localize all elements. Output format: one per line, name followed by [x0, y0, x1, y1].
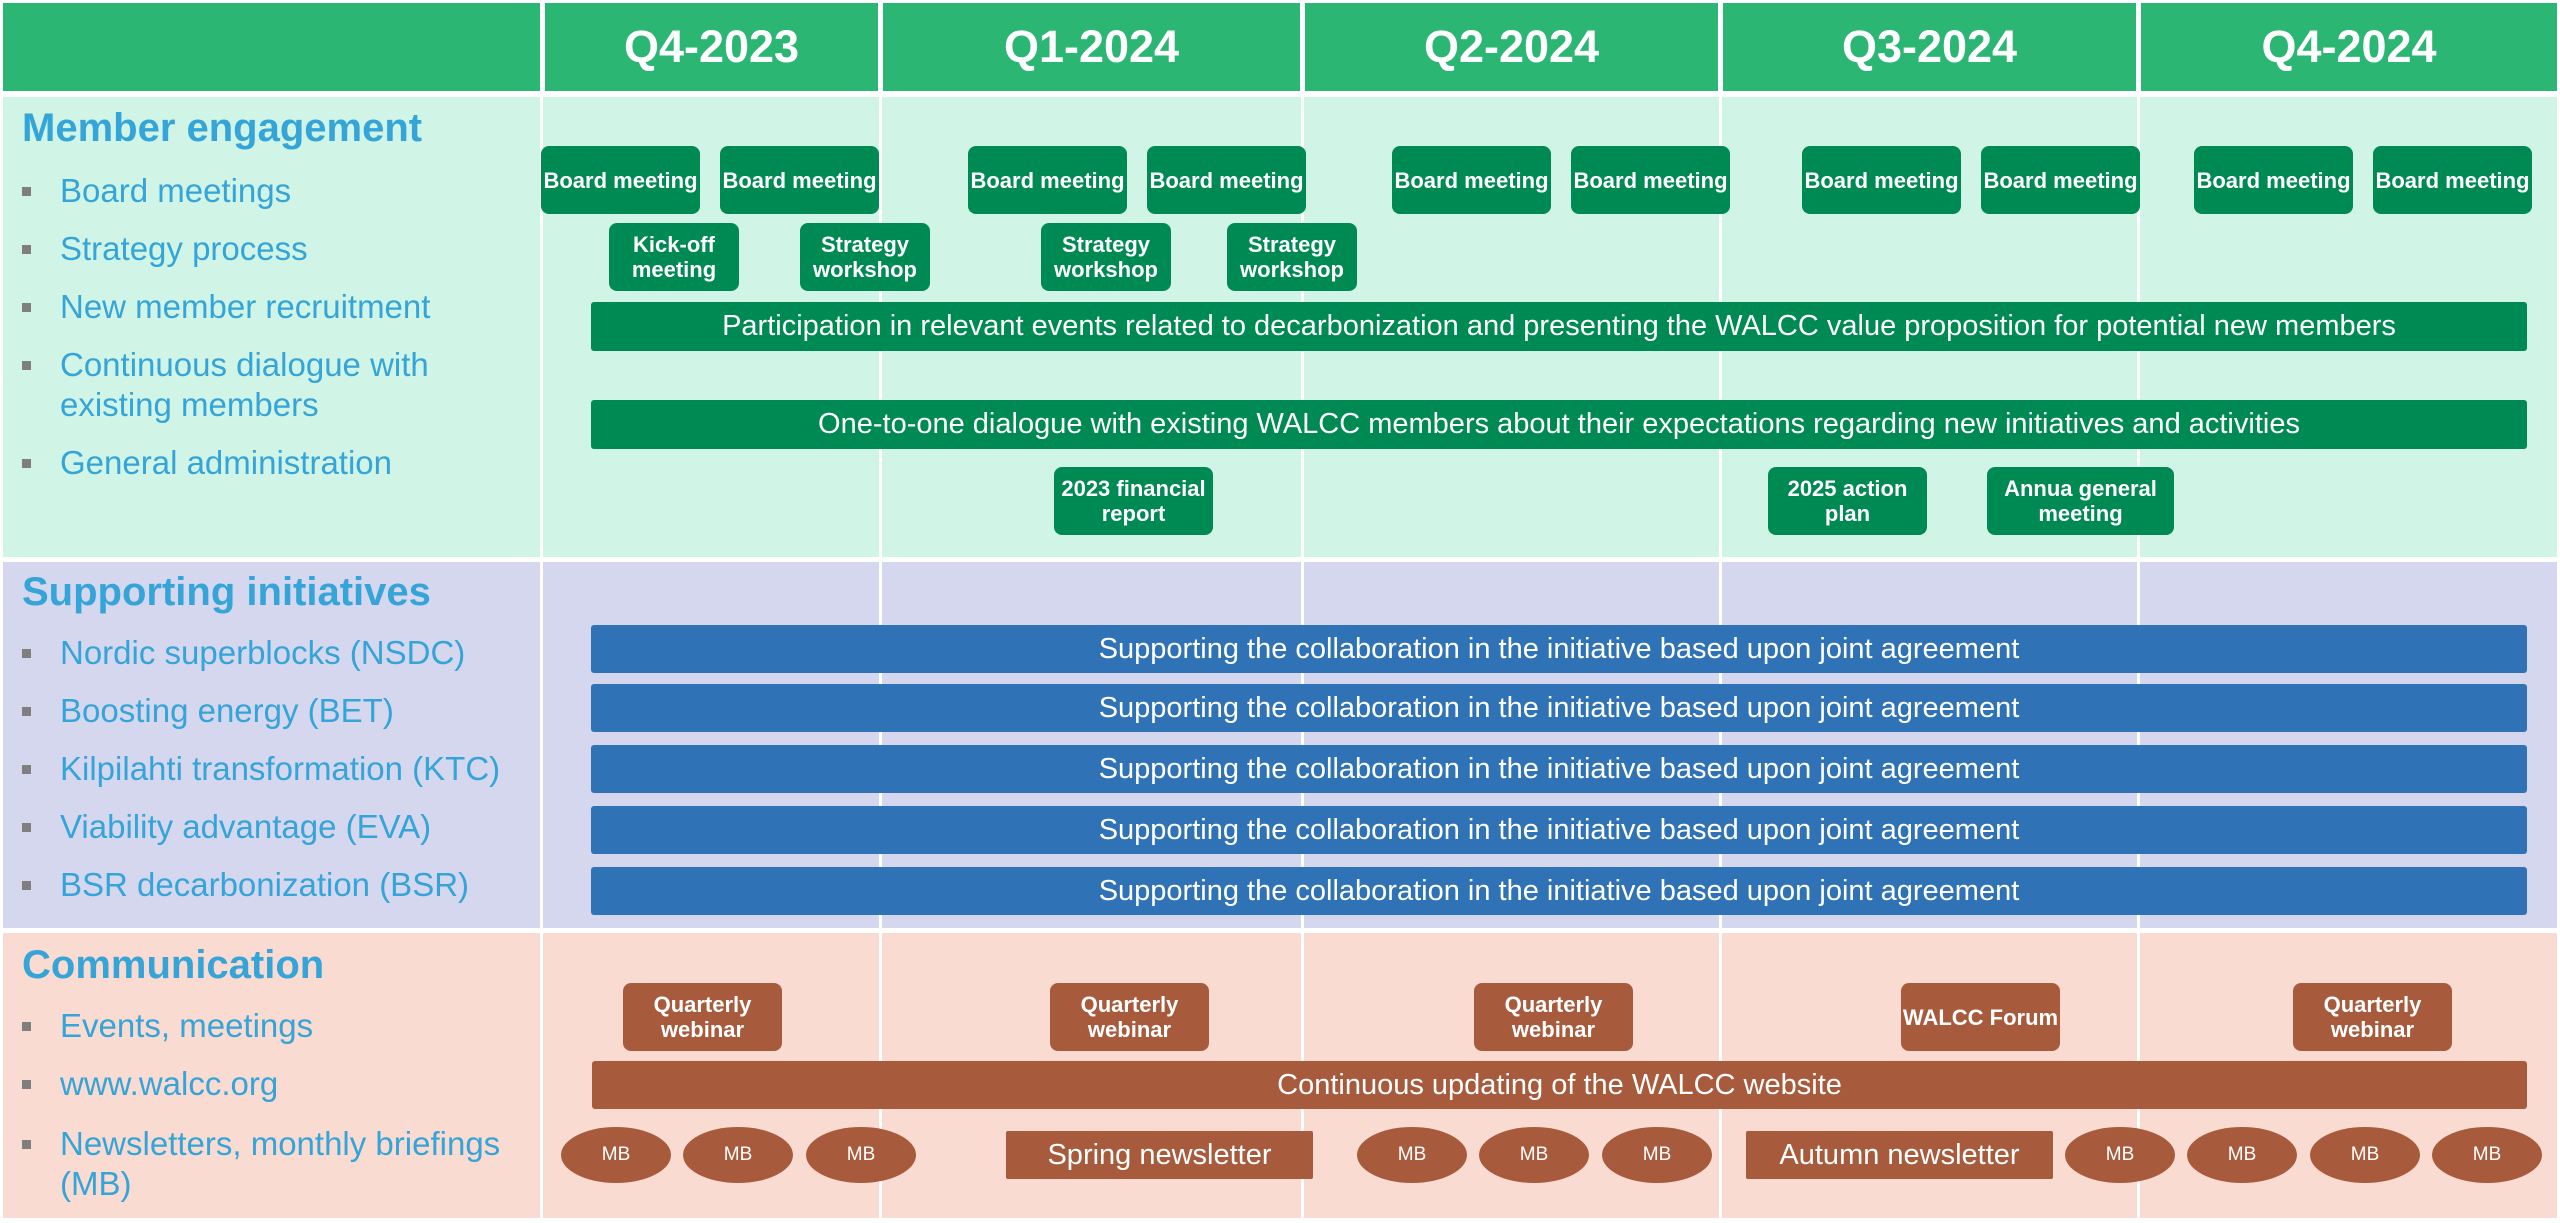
- monthly-briefing-ellipse: MB: [683, 1127, 793, 1183]
- quarter-header: Q1-2024: [883, 3, 1300, 91]
- monthly-briefing-ellipse: MB: [1602, 1127, 1712, 1183]
- board-meeting-box: Board meeting: [2194, 146, 2353, 214]
- action-plan-box: 2025 action plan: [1768, 467, 1927, 535]
- quarter-header: Q2-2024: [1305, 3, 1718, 91]
- webinar-box: Quarterly webinar: [2293, 983, 2452, 1051]
- monthly-briefing-ellipse: MB: [2432, 1127, 2542, 1183]
- monthly-briefing-ellipse: MB: [1479, 1127, 1589, 1183]
- monthly-briefing-ellipse: MB: [2310, 1127, 2420, 1183]
- kickoff-meeting-box: Kick-off meeting: [609, 223, 739, 291]
- column-divider: [540, 97, 543, 1218]
- monthly-briefing-ellipse: MB: [561, 1127, 671, 1183]
- row-label-general-administration: General administration: [22, 443, 522, 483]
- row-label-website: www.walcc.org: [22, 1064, 542, 1104]
- initiative-bar-eva: Supporting the collaboration in the init…: [591, 806, 2527, 854]
- website-bar: Continuous updating of the WALCC website: [592, 1061, 2527, 1109]
- row-label-new-member-recruitment: New member recruitment: [22, 287, 522, 327]
- spring-newsletter: Spring newsletter: [1006, 1131, 1313, 1179]
- board-meeting-box: Board meeting: [720, 146, 879, 214]
- section-title-member-engagement: Member engagement: [22, 106, 423, 150]
- webinar-box: Quarterly webinar: [1050, 983, 1209, 1051]
- strategy-workshop-box: Strategy workshop: [800, 223, 930, 291]
- dialogue-bar: One-to-one dialogue with existing WALCC …: [591, 400, 2527, 449]
- webinar-box: Quarterly webinar: [623, 983, 782, 1051]
- board-meeting-box: Board meeting: [1981, 146, 2140, 214]
- board-meeting-box: Board meeting: [968, 146, 1127, 214]
- autumn-newsletter: Autumn newsletter: [1746, 1131, 2053, 1179]
- initiative-bar-bsr: Supporting the collaboration in the init…: [591, 867, 2527, 915]
- row-label-strategy-process: Strategy process: [22, 229, 522, 269]
- row-label-bet: Boosting energy (BET): [22, 691, 542, 731]
- monthly-briefing-ellipse: MB: [806, 1127, 916, 1183]
- strategy-workshop-box: Strategy workshop: [1227, 223, 1357, 291]
- board-meeting-box: Board meeting: [1147, 146, 1306, 214]
- financial-report-box: 2023 financial report: [1054, 467, 1213, 535]
- recruitment-bar: Participation in relevant events related…: [591, 302, 2527, 351]
- row-label-events: Events, meetings: [22, 1006, 542, 1046]
- quarter-header: Q4-2023: [545, 3, 878, 91]
- quarter-header: Q3-2024: [1723, 3, 2136, 91]
- board-meeting-box: Board meeting: [1802, 146, 1961, 214]
- row-label-ktc: Kilpilahti transformation (KTC): [22, 749, 542, 789]
- section-title-supporting-initiatives: Supporting initiatives: [22, 570, 431, 614]
- row-label-eva: Viability advantage (EVA): [22, 807, 542, 847]
- webinar-box: Quarterly webinar: [1474, 983, 1633, 1051]
- row-label-bsr: BSR decarbonization (BSR): [22, 865, 542, 905]
- board-meeting-box: Board meeting: [1571, 146, 1730, 214]
- monthly-briefing-ellipse: MB: [2187, 1127, 2297, 1183]
- row-label-continuous-dialogue: Continuous dialogue with existing member…: [22, 345, 472, 425]
- row-label-nsdc: Nordic superblocks (NSDC): [22, 633, 542, 673]
- board-meeting-box: Board meeting: [1392, 146, 1551, 214]
- initiative-bar-nsdc: Supporting the collaboration in the init…: [591, 625, 2527, 673]
- initiative-bar-ktc: Supporting the collaboration in the init…: [591, 745, 2527, 793]
- monthly-briefing-ellipse: MB: [2065, 1127, 2175, 1183]
- row-label-board-meetings: Board meetings: [22, 171, 522, 211]
- row-label-newsletters: Newsletters, monthly briefings (MB): [22, 1124, 532, 1204]
- quarter-header: Q4-2024: [2141, 3, 2557, 91]
- board-meeting-box: Board meeting: [2373, 146, 2532, 214]
- initiative-bar-bet: Supporting the collaboration in the init…: [591, 684, 2527, 732]
- forum-box: WALCC Forum: [1901, 983, 2060, 1051]
- monthly-briefing-ellipse: MB: [1357, 1127, 1467, 1183]
- board-meeting-box: Board meeting: [541, 146, 700, 214]
- section-title-communication: Communication: [22, 943, 325, 987]
- strategy-workshop-box: Strategy workshop: [1041, 223, 1171, 291]
- annual-meeting-box: Annua general meeting: [1987, 467, 2174, 535]
- header-corner: [3, 3, 540, 91]
